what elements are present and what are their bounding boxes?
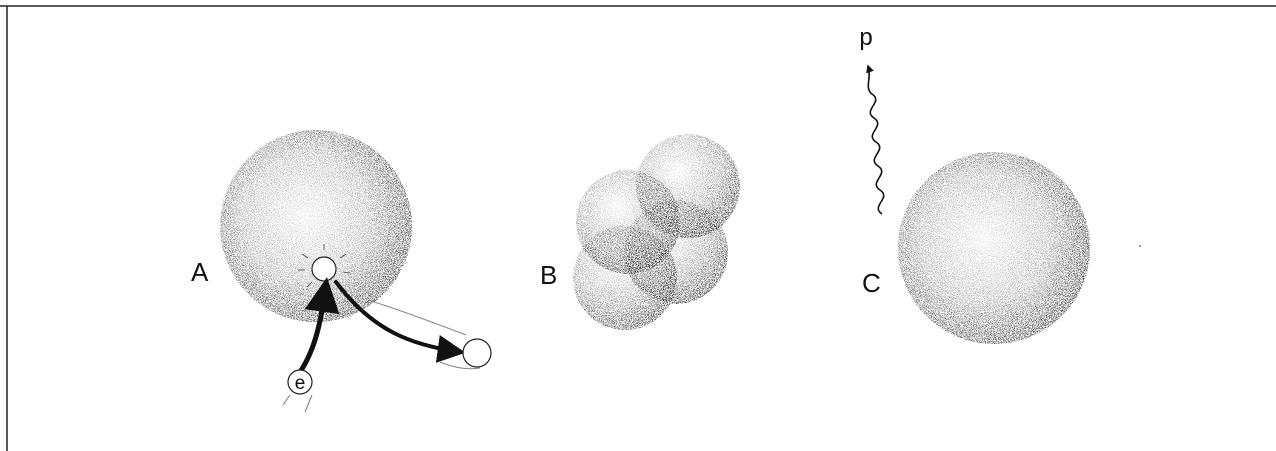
photon-label: p xyxy=(859,24,872,51)
outgoing-trail xyxy=(368,300,466,335)
photon-wave-path xyxy=(868,66,884,214)
label-c: C xyxy=(862,268,881,298)
nucleus-sphere-a xyxy=(220,130,412,322)
stray-dot xyxy=(1139,245,1141,247)
ejected-particle xyxy=(463,339,491,367)
nucleus-sphere-c xyxy=(898,152,1090,344)
label-a: A xyxy=(191,257,209,287)
label-b: B xyxy=(540,260,557,290)
panel-c: p C xyxy=(859,24,1141,344)
fragment-sphere-bottom xyxy=(573,226,677,330)
panel-a: e A xyxy=(191,130,491,412)
nucleus-core-a xyxy=(312,257,336,281)
electron-label: e xyxy=(295,373,306,394)
panel-b: B xyxy=(540,134,740,330)
electron-trail xyxy=(283,395,312,412)
